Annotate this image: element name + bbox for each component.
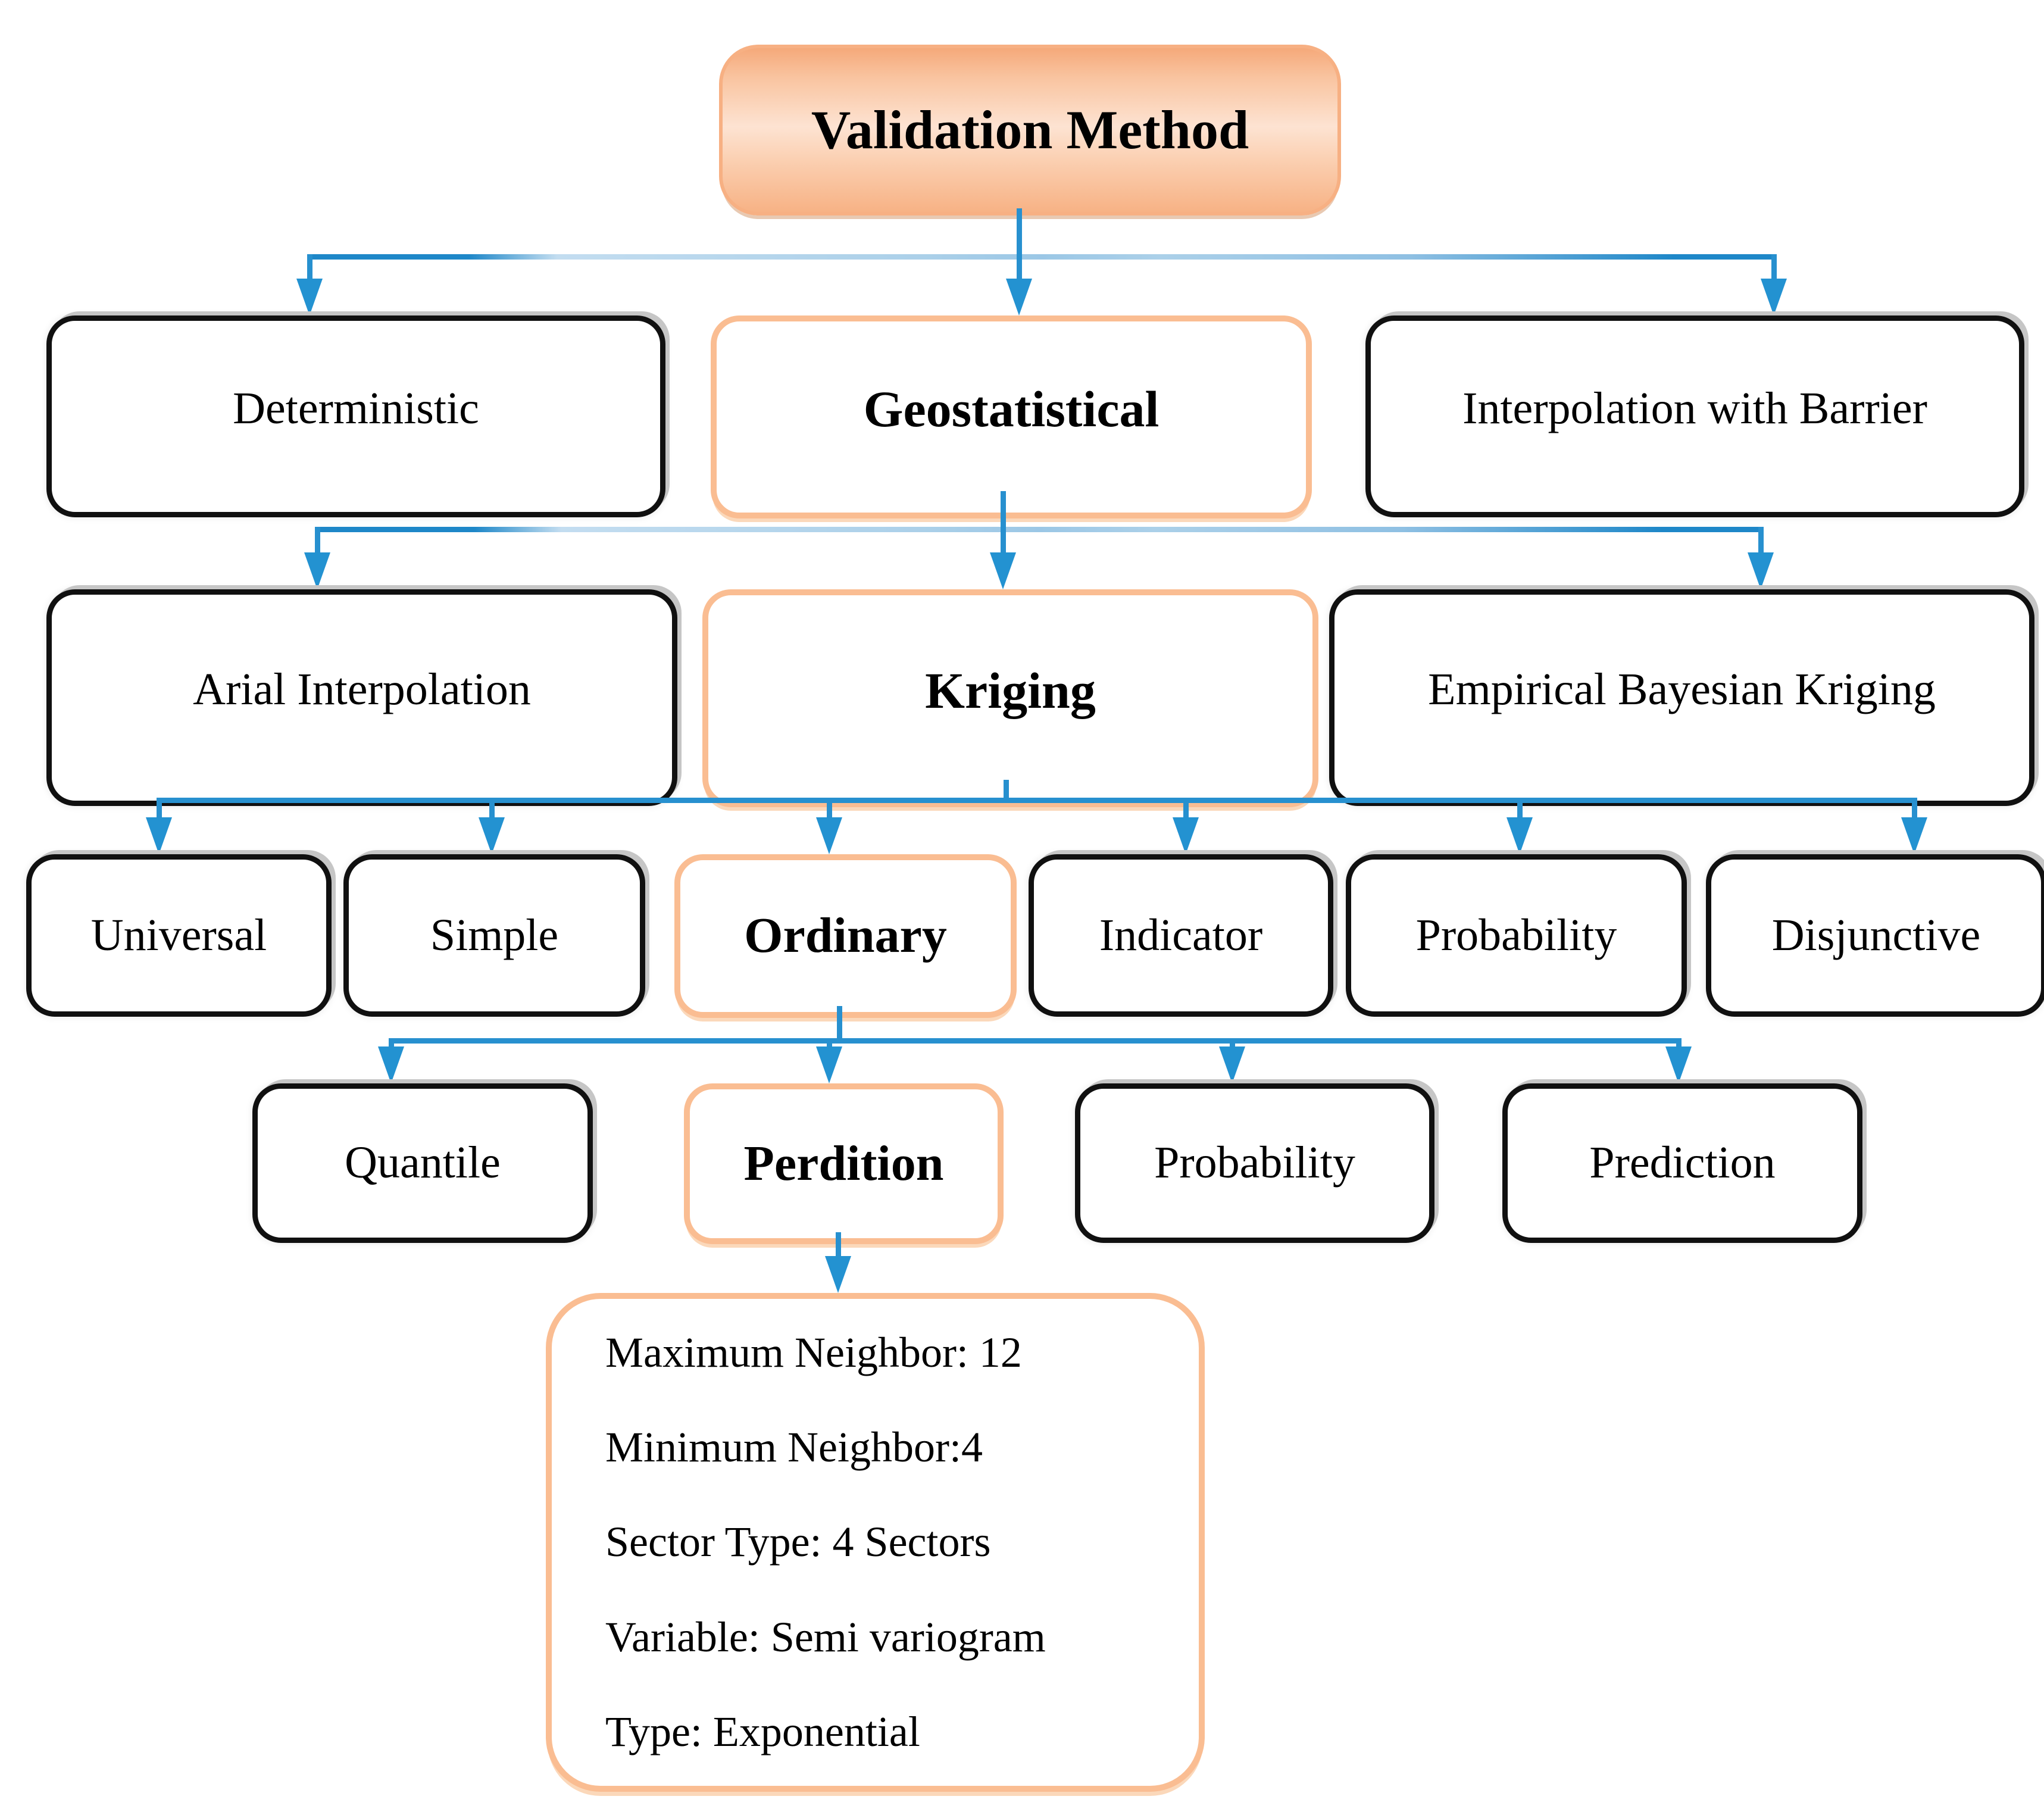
connector-v-kriging [1004,780,1009,800]
arrow-down-icon [304,552,330,589]
arrow-down-icon [378,1046,404,1083]
node-label: Ordinary [744,908,947,964]
connector-v-level2-right [1758,527,1764,555]
connector-v-level3-3 [827,798,832,820]
node-interpolation-with-barrier: Interpolation with Barrier [1365,315,2024,517]
node-empirical-bayesian-kriging: Empirical Bayesian Kriging [1329,589,2034,806]
connector-v-level3-4 [1183,798,1189,820]
node-kriging-parameters: Maximum Neighbor: 12 Minimum Neighbor:4 … [546,1293,1205,1792]
node-disjunctive: Disjunctive [1706,854,2044,1017]
node-label: Disjunctive [1771,910,1981,960]
node-quantile: Quantile [252,1083,593,1243]
connector-v-level1-left [307,254,312,281]
node-arial-interpolation: Arial Interpolation [46,589,677,806]
arrow-down-icon [296,279,323,315]
node-label: Arial Interpolation [193,664,531,715]
connector-v-level3-1 [157,798,162,820]
arrow-down-icon [1761,279,1787,315]
connector-h-level3 [157,798,1917,803]
parameter-variable: Variable: Semi variogram [605,1613,1046,1661]
node-validation-method: Validation Method [719,45,1341,215]
node-label: Deterministic [233,383,479,433]
arrow-down-icon [146,817,172,854]
connector-v-level3-5 [1517,798,1523,820]
connector-v-level3-6 [1912,798,1917,820]
arrow-down-icon [816,817,842,854]
node-probability-output: Probability [1075,1083,1434,1243]
node-label: Quantile [345,1138,501,1188]
parameter-minimum-neighbor: Minimum Neighbor:4 [605,1423,983,1472]
node-label: Geostatistical [863,380,1159,438]
connector-v-level2-left [315,527,320,555]
connector-v-perdition [836,1232,841,1258]
node-label: Probability [1415,910,1617,960]
node-label: Universal [90,910,267,960]
arrow-down-icon [1748,552,1774,589]
arrow-down-icon [825,1256,851,1293]
arrow-down-icon [816,1046,842,1083]
connector-v-level1-right [1771,254,1777,281]
node-label: Simple [430,910,559,960]
parameter-sector-type: Sector Type: 4 Sectors [605,1518,991,1566]
node-label: Interpolation with Barrier [1462,383,1927,433]
node-label: Probability [1154,1138,1355,1188]
node-label: Empirical Bayesian Kriging [1428,664,1936,715]
node-kriging: Kriging [702,589,1318,807]
connector-h-level2 [315,527,1764,532]
parameter-maximum-neighbor: Maximum Neighbor: 12 [605,1329,1022,1377]
connector-v-level4-4 [1676,1038,1682,1049]
node-label: Kriging [925,661,1096,719]
node-simple: Simple [343,854,645,1017]
connector-h-level4 [389,1038,1682,1044]
node-deterministic: Deterministic [46,315,665,517]
connector-v-level4-3 [1230,1038,1235,1049]
arrow-down-icon [1507,817,1533,854]
arrow-down-icon [479,817,505,854]
connector-v-level4-2 [827,1038,832,1049]
node-perdition: Perdition [684,1083,1004,1244]
node-label: Validation Method [811,99,1249,160]
arrow-down-icon [1219,1046,1245,1083]
node-indicator: Indicator [1029,854,1333,1017]
connector-v-ordinary [837,1006,842,1041]
connector-v-geostatistical [1001,491,1006,529]
connector-v-level1-center [1017,254,1022,281]
arrow-down-icon [1665,1046,1692,1083]
arrow-down-icon [1006,279,1032,315]
node-geostatistical: Geostatistical [711,315,1312,518]
arrow-down-icon [1901,817,1927,854]
parameter-type: Type: Exponential [605,1707,920,1755]
node-ordinary: Ordinary [674,854,1017,1018]
node-prediction: Prediction [1502,1083,1862,1243]
node-probability-kriging: Probability [1346,854,1687,1017]
arrow-down-icon [990,552,1016,589]
connector-v-level3-2 [489,798,495,820]
node-label: Prediction [1589,1138,1776,1188]
arrow-down-icon [1173,817,1199,854]
connector-v-title [1017,208,1022,259]
node-label: Perdition [743,1135,944,1191]
node-label: Indicator [1099,910,1263,960]
node-universal: Universal [26,854,332,1017]
connector-h-level1 [307,254,1777,260]
connector-v-level4-1 [389,1038,394,1049]
connector-v-level2-center [1001,527,1006,555]
